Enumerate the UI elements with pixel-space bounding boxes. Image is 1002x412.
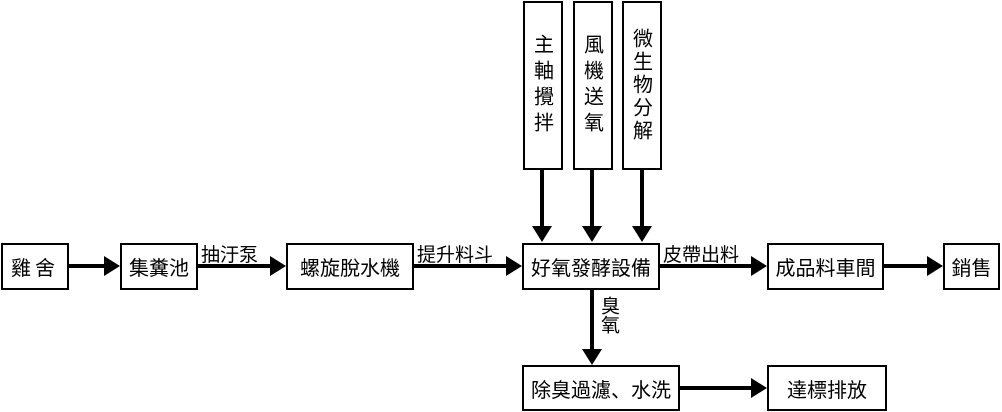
node-compliant-discharge: 達標排放 — [767, 365, 887, 411]
node-screw-dewaterer: 螺旋脫水機 — [286, 243, 414, 290]
arrowhead — [751, 256, 767, 276]
edge-label-sewage-pump: 抽汙泵 — [201, 244, 259, 266]
node-manure-pit: 集糞池 — [120, 243, 198, 290]
arrowhead — [751, 378, 767, 398]
edge-label-belt-output: 皮帶出料 — [663, 244, 740, 266]
node-aerobic-fermenter: 好氧發酵設備 — [522, 243, 660, 290]
arrowhead — [927, 256, 943, 276]
arrowhead — [104, 256, 120, 276]
arrowhead — [532, 226, 552, 242]
node-deodorize-filter-wash: 除臭過濾、水洗 — [522, 365, 680, 411]
arrowhead — [582, 226, 602, 242]
node-sales: 銷售 — [943, 243, 1000, 290]
edge-label-lift-hopper: 提升料斗 — [417, 244, 494, 266]
node-fan-aeration: 風機送氧 — [573, 1, 613, 170]
arrowhead — [506, 256, 522, 276]
arrowhead — [270, 256, 286, 276]
node-microbial-decomposition: 微生物分解 — [622, 1, 662, 170]
edge-label-odor-gas: 臭氧 — [598, 296, 620, 334]
node-chicken-house: 雞舍 — [1, 243, 69, 290]
node-finished-product-workshop: 成品料車間 — [767, 243, 884, 290]
node-spindle-stirring: 主軸攪拌 — [523, 1, 563, 170]
arrowhead — [582, 349, 602, 365]
arrowhead — [632, 226, 652, 242]
